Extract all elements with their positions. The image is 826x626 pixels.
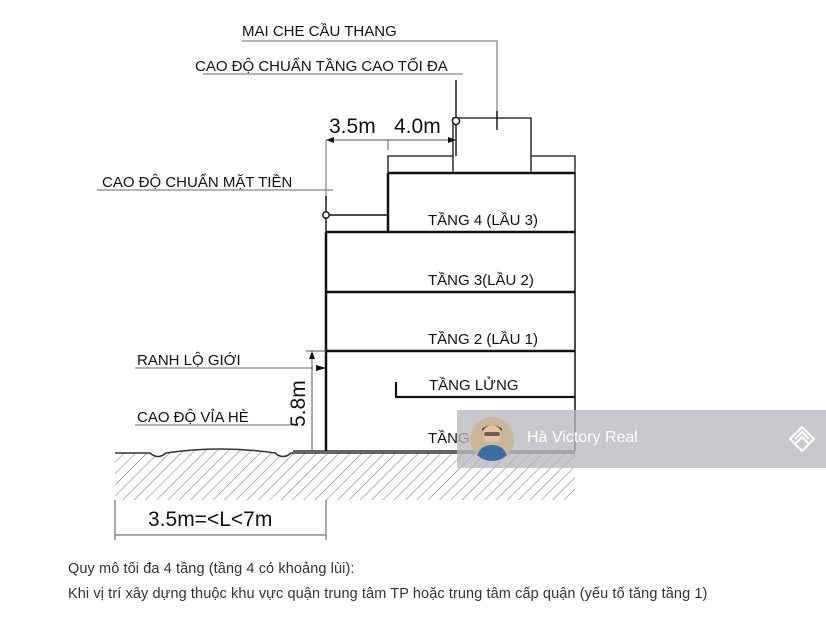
floor3-label: TẦNG 3(LẦU 2): [428, 272, 534, 289]
caption-line-1: Quy mô tối đa 4 tầng (tầng 4 có khoảng l…: [68, 561, 355, 577]
max-height-marker: [451, 116, 461, 126]
sidewalk-label: CAO ĐỘ VỈA HÈ: [137, 409, 249, 426]
stair-roof-leader: [242, 40, 498, 118]
dimension-lines: [114, 139, 456, 540]
watermark-text: Hà Victory Real: [527, 429, 638, 446]
caption-line-2: Khi vị trí xây dựng thuộc khu vực quận t…: [68, 586, 708, 602]
building-section-diagram: MAI CHE CẦU THANG CAO ĐỘ CHUẨN TẦNG CAO …: [97, 23, 576, 540]
parapet-rear: [531, 155, 576, 173]
facade-datum-marker: [322, 211, 330, 219]
building-outline: [324, 117, 576, 451]
boundary-label: RANH LỘ GIỚI: [137, 352, 241, 369]
datum-lines: [97, 40, 498, 426]
setback-40-label: 4.0m: [394, 115, 441, 138]
max-height-datum-label: CAO ĐỘ CHUẨN TẦNG CAO TỐI ĐA: [195, 57, 448, 75]
parapet-front: [387, 155, 453, 173]
mezzanine-slab: [394, 382, 575, 399]
stair-roof: [452, 117, 532, 173]
mezzanine-label: TẦNG LỬNG: [429, 376, 519, 394]
floor4-label: TẦNG 4 (LẦU 3): [428, 212, 538, 229]
facade-datum-label: CAO ĐỘ CHUẨN MẶT TIỀN: [102, 173, 292, 191]
street-width-label: 3.5m=<L<7m: [148, 508, 272, 531]
victory-real-logo-icon: [788, 425, 816, 453]
datum-markers: [322, 80, 498, 232]
ground-line: [115, 448, 575, 458]
height-58-label: 5.8m: [287, 380, 310, 427]
setback-35-label: 3.5m: [329, 115, 376, 138]
stair-roof-label: MAI CHE CẦU THANG: [242, 23, 397, 40]
dimension-arrows: [309, 137, 456, 371]
watermark-banner: Hà Victory Real: [457, 410, 826, 468]
floor2-label: TẦNG 2 (LẦU 1): [428, 331, 538, 348]
avatar: [470, 417, 514, 461]
